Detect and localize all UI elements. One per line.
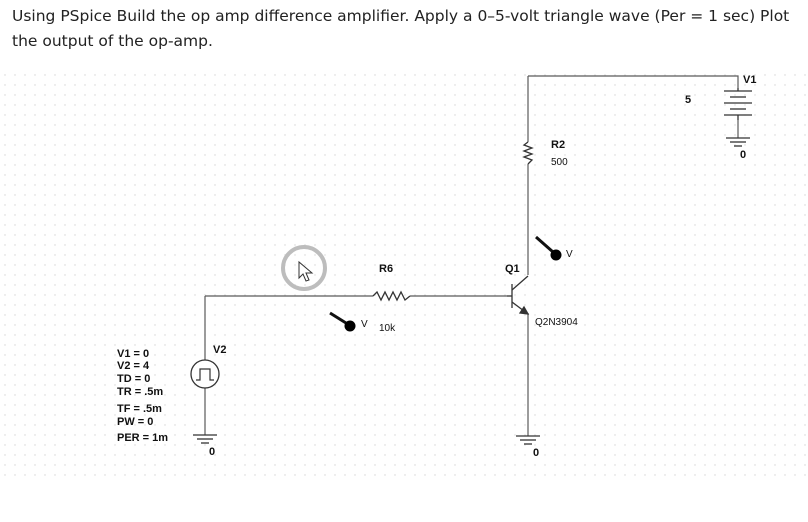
question-text: Using PSpice Build the op amp difference… (12, 7, 790, 50)
v2-param: TD = 0 (117, 373, 150, 385)
wires (204, 75, 739, 436)
v2-ground-symbol (193, 434, 217, 444)
v2-param: PER = 1m (117, 432, 168, 444)
v1-value-label: 5 (685, 94, 691, 106)
q1-name-label: Q1 (505, 263, 520, 275)
v2-ground-label: 0 (209, 446, 215, 458)
v2-param: TF = .5m (117, 403, 162, 415)
q1-probe-label: V (566, 249, 573, 260)
q1-model-label: Q2N3904 (535, 317, 578, 328)
r6-probe-label: V (361, 319, 368, 330)
r2-name-label: R2 (551, 139, 565, 151)
r6-name-label: R6 (379, 263, 393, 275)
v2-parameter-list: V1 = 0 V2 = 4 TD = 0 TR = .5m TF = .5m P… (117, 348, 168, 444)
v1-dc-source[interactable] (724, 88, 752, 120)
grid-background (0, 72, 808, 482)
v1-ground-label: 0 (740, 149, 746, 161)
q1-ground-symbol (516, 435, 540, 445)
q1-ground-label: 0 (533, 447, 539, 459)
r6-value-label: 10k (379, 323, 396, 334)
r6-resistor[interactable] (372, 290, 411, 302)
v2-param: PW = 0 (117, 416, 153, 428)
r2-resistor[interactable] (522, 141, 534, 165)
q1-voltage-probe[interactable] (535, 235, 562, 261)
v2-param: TR = .5m (117, 386, 163, 398)
q1-transistor[interactable] (507, 275, 530, 315)
v1-ground-symbol (726, 137, 750, 147)
schematic-canvas: V1 5 0 R2 500 Q1 Q2N3904 V R6 10k V (0, 72, 808, 482)
mouse-cursor-icon (281, 245, 327, 291)
pulse-waveform-icon (196, 368, 214, 381)
r2-value-label: 500 (551, 157, 568, 168)
v2-param: V1 = 0 (117, 348, 149, 360)
v2-pulse-source[interactable] (190, 359, 220, 389)
v2-name-label: V2 (213, 344, 226, 356)
r6-voltage-probe[interactable] (329, 311, 356, 332)
v2-param: V2 = 4 (117, 360, 150, 372)
v1-name-label: V1 (743, 74, 756, 86)
